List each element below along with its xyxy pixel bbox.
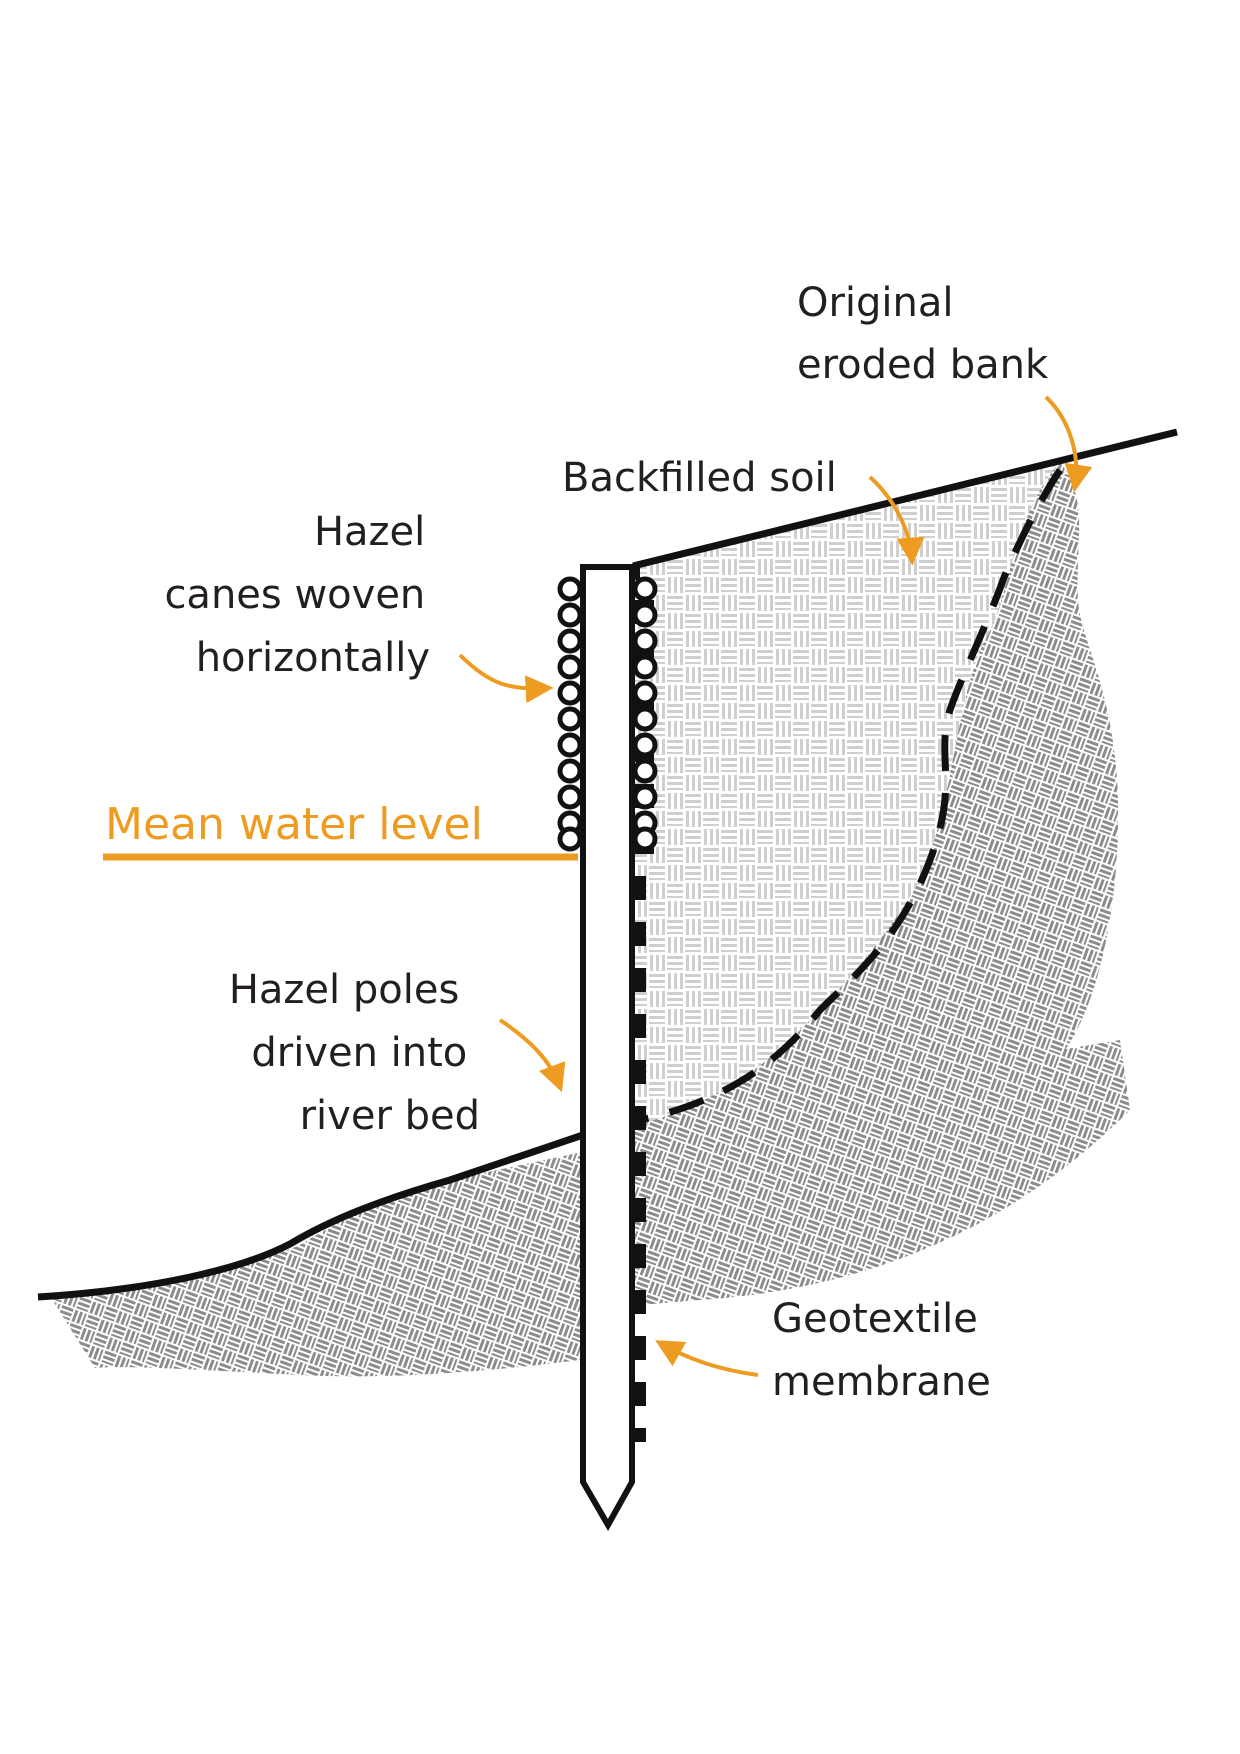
label-hazel-poles-line2: driven into	[251, 1030, 467, 1076]
label-hazel-poles-line3: river bed	[300, 1093, 480, 1139]
hazel-canes-left	[557, 576, 583, 852]
label-original-bank-line1: Original	[797, 280, 954, 326]
label-geotextile-line2: membrane	[772, 1359, 991, 1405]
hazel-canes-right	[632, 576, 658, 852]
arrow-hazel-poles	[498, 1018, 566, 1093]
label-hazel-poles: Hazel poles driven into river bed	[229, 967, 480, 1139]
label-hazel-canes-line3: horizontally	[196, 635, 430, 681]
backfilled-soil	[633, 462, 1060, 1125]
bank-lower-right-soil	[580, 1040, 1130, 1310]
label-original-bank-line2: eroded bank	[797, 342, 1049, 388]
label-geotextile: Geotextile membrane	[772, 1296, 991, 1405]
label-backfilled-soil: Backfilled soil	[562, 455, 837, 501]
label-backfilled-soil-line1: Backfilled soil	[562, 455, 837, 501]
arrow-original-bank	[1044, 395, 1093, 493]
ground-surface-line	[632, 428, 1178, 570]
label-hazel-canes-line1: Hazel	[314, 509, 425, 555]
label-hazel-canes: Hazel canes woven horizontally	[164, 509, 438, 681]
river-bed-line	[37, 1131, 585, 1301]
arrow-backfilled-soil	[868, 475, 925, 566]
label-hazel-canes-line2: canes woven	[164, 572, 425, 618]
label-geotextile-line1: Geotextile	[772, 1296, 978, 1342]
hazel-pole	[580, 564, 635, 1532]
label-mean-water-level-line1: Mean water level	[105, 799, 483, 850]
label-mean-water-level: Mean water level	[105, 799, 483, 850]
label-hazel-poles-line1: Hazel poles	[229, 967, 459, 1013]
label-original-bank: Original eroded bank	[797, 280, 1049, 388]
arrow-geotextile	[655, 1340, 759, 1377]
original-bank-profile-line	[639, 468, 1063, 1124]
arrow-hazel-canes	[458, 653, 554, 704]
